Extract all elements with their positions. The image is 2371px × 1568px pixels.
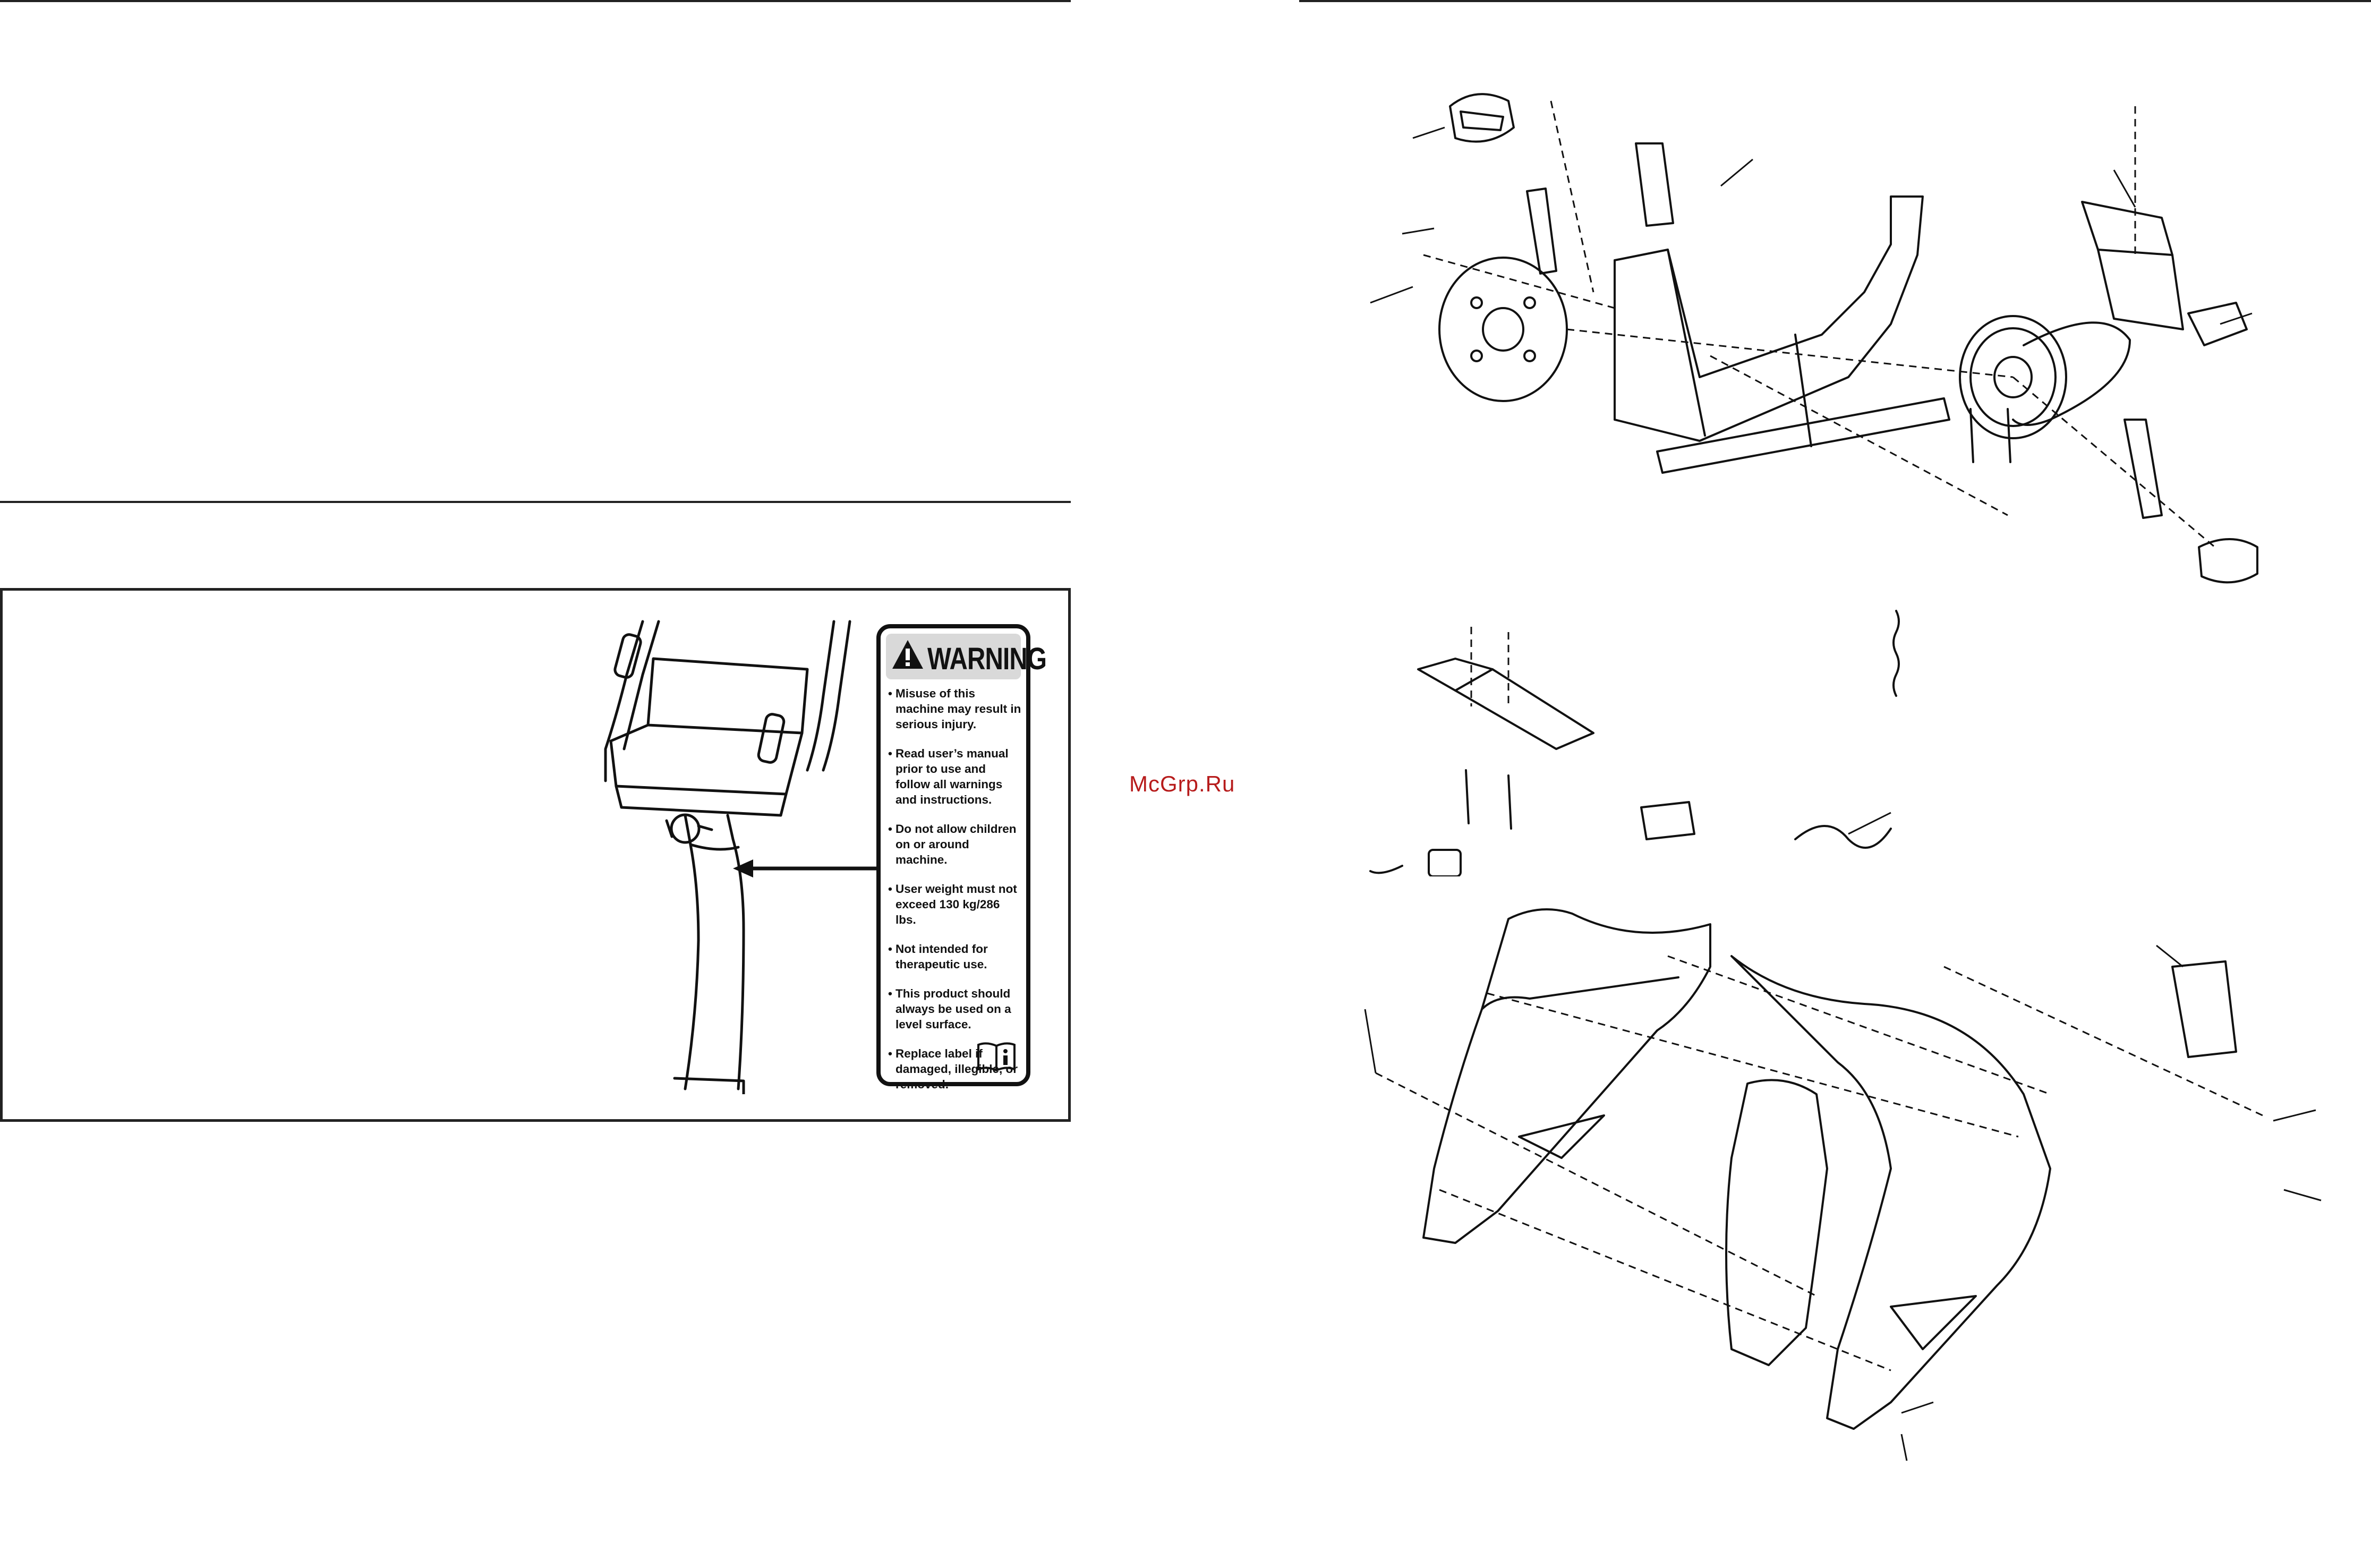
exploded-shroud-diagram [1364,908,2322,1461]
warning-label-list: Misuse of this machine may result in ser… [888,686,1022,1106]
warning-item: Read user’s manual prior to use and foll… [888,746,1022,807]
warning-item: Not intended for therapeutic use. [888,941,1022,972]
warning-label: WARNING Misuse of this machine may resul… [876,624,1047,1091]
top-rule-right [1299,0,2371,2]
section-rule-left [0,501,1071,503]
seat-post-illustration [604,620,882,1094]
warning-item: This product should always be used on a … [888,986,1022,1032]
warning-item: Do not allow children on or around machi… [888,821,1022,867]
warning-item: Misuse of this machine may result in ser… [888,686,1022,732]
top-rule-left [0,0,1071,2]
warning-label-title: WARNING [927,642,1047,676]
watermark: McGrp.Ru [1129,771,1235,796]
manual-info-icon [977,1042,1016,1072]
warning-triangle-icon [892,640,923,669]
warning-item: User weight must not exceed 130 kg/286 l… [888,881,1022,927]
warning-label-header: WARNING [886,634,1047,679]
exploded-parts-diagram-upper [1369,93,2258,876]
warning-label-figure-box [0,588,1071,1122]
